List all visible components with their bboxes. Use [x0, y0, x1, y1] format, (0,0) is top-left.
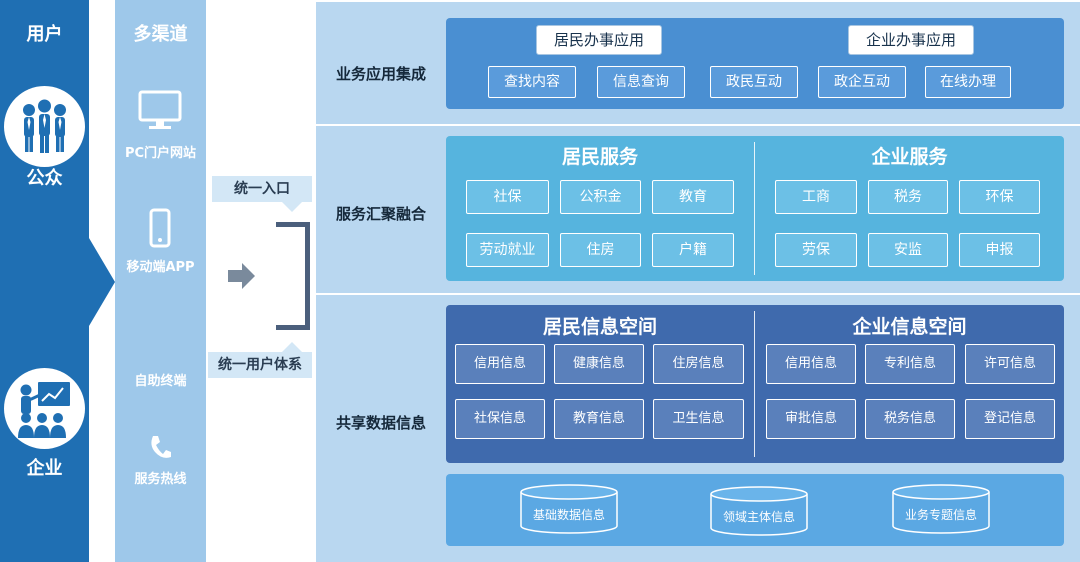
channel-pc-portal: PC门户网站 [124, 146, 197, 161]
database-cylinder[interactable]: 业务专题信息 [892, 484, 990, 534]
channel-mobile-app: 移动端APP [126, 260, 195, 275]
service-separator [754, 142, 755, 275]
unified-entry-label: 统一入口 [212, 176, 312, 202]
enterprise-service-item[interactable]: 税务 [868, 180, 948, 214]
enterprise-services-title: 企业服务 [871, 146, 948, 168]
enterprise-service-item[interactable]: 申报 [959, 233, 1040, 267]
info-layer-box [446, 305, 1064, 463]
app-item[interactable]: 信息查询 [597, 66, 685, 98]
channel-column-title: 多渠道 [133, 24, 188, 45]
channel-self-service: 自助终端 [134, 374, 187, 389]
enterprise-service-item[interactable]: 劳保 [775, 233, 857, 267]
enterprise-info-item[interactable]: 登记信息 [965, 399, 1055, 439]
enterprise-service-item[interactable]: 环保 [959, 180, 1040, 214]
database-cylinder[interactable]: 基础数据信息 [520, 484, 618, 534]
user-group-public: 公众 [26, 168, 63, 189]
unified-user-system-label: 统一用户体系 [208, 352, 312, 378]
user-system-pointer [282, 342, 302, 352]
resident-info-item[interactable]: 住房信息 [653, 344, 744, 384]
monitor-icon [137, 90, 183, 136]
app-item[interactable]: 政企互动 [818, 66, 906, 98]
enterprise-info-item[interactable]: 专利信息 [865, 344, 955, 384]
resident-info-item[interactable]: 教育信息 [554, 399, 644, 439]
app-item[interactable]: 在线办理 [925, 66, 1011, 98]
user-arrow [89, 238, 115, 326]
resident-service-item[interactable]: 户籍 [652, 233, 734, 267]
resident-service-item[interactable]: 劳动就业 [466, 233, 549, 267]
app-item[interactable]: 查找内容 [488, 66, 576, 98]
smartphone-icon [149, 208, 171, 252]
resident-apps-title: 居民办事应用 [536, 25, 662, 55]
database-label: 业务专题信息 [904, 508, 977, 522]
connector-bracket [276, 222, 310, 330]
resident-service-item[interactable]: 住房 [560, 233, 641, 267]
enterprise-service-item[interactable]: 安监 [868, 233, 948, 267]
info-separator [754, 311, 755, 457]
enterprise-info-item[interactable]: 审批信息 [766, 399, 856, 439]
layer-label-info: 共享数据信息 [335, 414, 426, 432]
unified-entry-pointer [282, 202, 302, 212]
layer-label-app: 业务应用集成 [335, 65, 426, 83]
database-label: 领域主体信息 [722, 510, 795, 524]
enterprise-info-item[interactable]: 税务信息 [865, 399, 955, 439]
arrow-right-icon [228, 262, 256, 294]
enterprise-info-item[interactable]: 许可信息 [965, 344, 1055, 384]
resident-info-space-title: 居民信息空间 [542, 316, 657, 338]
resident-services-title: 居民服务 [561, 146, 638, 168]
resident-service-item[interactable]: 社保 [466, 180, 549, 214]
presentation-icon [4, 368, 85, 449]
enterprise-info-item[interactable]: 信用信息 [766, 344, 856, 384]
database-cylinder[interactable]: 领域主体信息 [710, 486, 808, 536]
database-label: 基础数据信息 [532, 508, 605, 522]
enterprise-info-space-title: 企业信息空间 [852, 316, 967, 338]
channel-column [115, 0, 206, 562]
layer-divider-2 [316, 293, 1080, 295]
resident-info-item[interactable]: 社保信息 [455, 399, 545, 439]
people-icon [4, 86, 85, 167]
resident-info-item[interactable]: 卫生信息 [653, 399, 744, 439]
enterprise-service-item[interactable]: 工商 [775, 180, 857, 214]
resident-service-item[interactable]: 教育 [652, 180, 734, 214]
channel-hotline: 服务热线 [134, 472, 187, 487]
user-column-title: 用户 [26, 24, 63, 45]
resident-info-item[interactable]: 健康信息 [554, 344, 644, 384]
layer-divider-1 [316, 124, 1080, 126]
layer-label-service: 服务汇聚融合 [335, 205, 426, 223]
resident-info-item[interactable]: 信用信息 [455, 344, 545, 384]
resident-service-item[interactable]: 公积金 [560, 180, 641, 214]
app-item[interactable]: 政民互动 [710, 66, 798, 98]
user-group-enterprise: 企业 [26, 458, 63, 479]
phone-icon [148, 434, 172, 464]
enterprise-apps-title: 企业办事应用 [848, 25, 974, 55]
